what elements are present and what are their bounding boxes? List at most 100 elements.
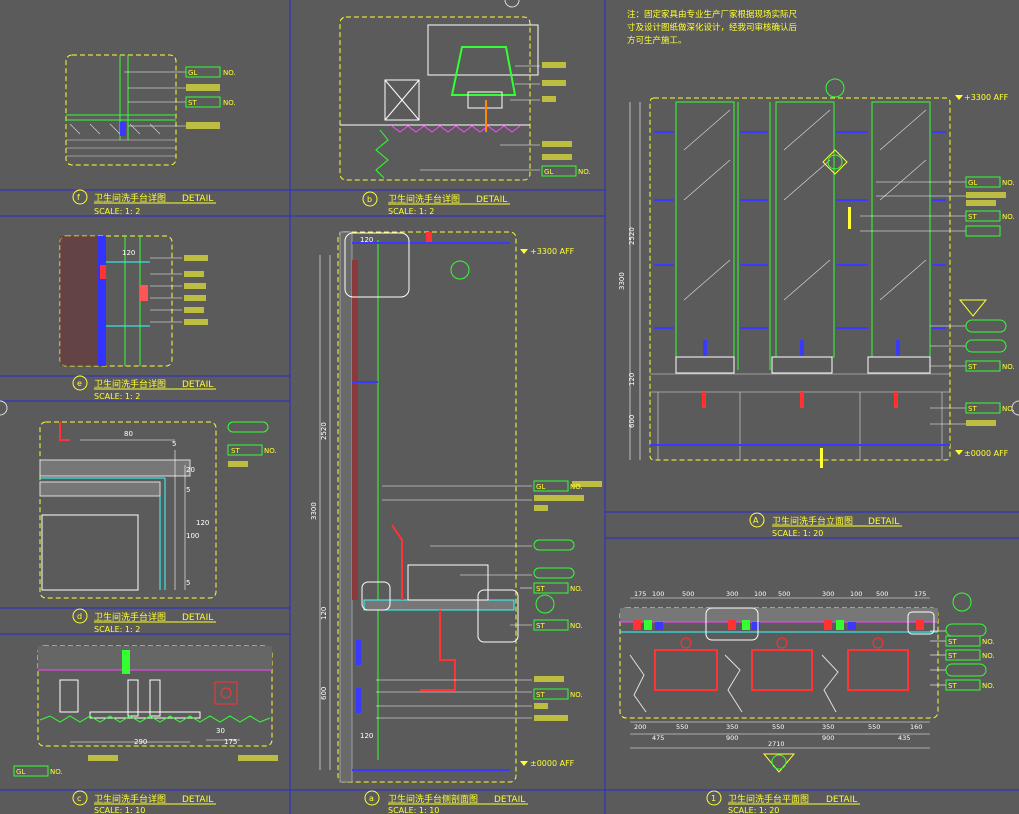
panel-title: 卫生间洗手台侧剖面图	[388, 793, 478, 805]
svg-text:500: 500	[682, 590, 694, 598]
svg-text:GL: GL	[16, 768, 25, 776]
svg-text:c: c	[77, 794, 81, 803]
detail-bubble	[364, 790, 380, 806]
svg-text:NO.: NO.	[223, 99, 236, 107]
svg-text:100: 100	[186, 532, 199, 540]
svg-text:175: 175	[914, 590, 926, 598]
svg-text:NO.: NO.	[982, 652, 995, 660]
detail-bubble	[749, 512, 765, 528]
svg-text:120: 120	[320, 607, 328, 620]
panel-title: 卫生间洗手台详图	[94, 793, 166, 805]
svg-text:ST: ST	[948, 652, 957, 660]
svg-text:ST: ST	[536, 585, 545, 593]
panel-1: 175 100 500 300 100 500 300 100 500 175 …	[619, 590, 995, 814]
svg-text:ST: ST	[948, 638, 957, 646]
svg-text:DETAIL: DETAIL	[826, 795, 857, 805]
svg-text:3300: 3300	[618, 272, 626, 290]
svg-text:1: 1	[711, 794, 716, 803]
detail-bubble	[72, 608, 88, 624]
note: 注：固定家具由专业生产厂家根据现场实际尺 寸及设计图纸做深化设计，经我司审核确认…	[627, 9, 798, 46]
svg-text:ST: ST	[968, 213, 977, 221]
panel-b: GL NO. b 卫生间洗手台详图 DETAIL SCALE: 1: 2	[339, 16, 591, 216]
svg-text:350: 350	[726, 723, 738, 731]
svg-text:600: 600	[628, 415, 636, 428]
panel-title: 卫生间洗手台平面图	[728, 793, 809, 805]
panel-f: GL NO. ST NO. f 卫生间洗手台详图 DETAIL SCALE: 1…	[65, 54, 236, 216]
svg-text:DETAIL: DETAIL	[182, 380, 213, 390]
svg-text:a: a	[369, 794, 374, 803]
svg-text:290: 290	[134, 738, 147, 746]
svg-text:DETAIL: DETAIL	[868, 517, 899, 527]
level-top: +3300 AFF	[530, 247, 575, 256]
svg-text:20: 20	[186, 466, 195, 474]
svg-text:350: 350	[822, 723, 834, 731]
svg-text:ST: ST	[948, 682, 957, 690]
svg-text:5: 5	[186, 486, 190, 494]
panel-scale: SCALE: 1: 10	[94, 806, 145, 814]
svg-text:160: 160	[910, 723, 922, 731]
svg-text:3300: 3300	[310, 502, 318, 520]
svg-text:e: e	[77, 379, 82, 388]
svg-text:NO.: NO.	[1002, 363, 1015, 371]
svg-text:NO.: NO.	[1002, 213, 1015, 221]
panel-A: 3300 2520 120 600 +3300 AFF ±0000 AFF GL…	[618, 78, 1015, 538]
svg-text:DETAIL: DETAIL	[182, 194, 213, 204]
svg-text:NO.: NO.	[578, 168, 591, 176]
svg-text:900: 900	[726, 734, 738, 742]
svg-text:ST: ST	[968, 405, 977, 413]
panel-title: 卫生间洗手台立面图	[772, 515, 853, 527]
svg-text:100: 100	[652, 590, 664, 598]
panel-title: 卫生间洗手台详图	[388, 193, 460, 205]
panel-title: 卫生间洗手台详图	[94, 378, 166, 390]
svg-text:NO.: NO.	[50, 768, 63, 776]
panel-c: 290 30 175 GL NO. c 卫生间洗手台详图 DETAIL SCAL…	[13, 645, 278, 814]
detail-bubble	[72, 375, 88, 391]
panel-scale: SCALE: 1: 2	[94, 625, 140, 634]
svg-text:100: 100	[850, 590, 862, 598]
svg-text:300: 300	[726, 590, 738, 598]
svg-text:900: 900	[822, 734, 834, 742]
svg-text:120: 120	[628, 373, 636, 386]
panel-scale: SCALE: 1: 2	[94, 207, 140, 216]
svg-text:120: 120	[122, 249, 135, 257]
svg-text:2520: 2520	[628, 227, 636, 245]
svg-text:120: 120	[360, 732, 373, 740]
level-bottom: ±0000 AFF	[530, 759, 575, 768]
svg-text:b: b	[367, 195, 372, 204]
svg-text:2710: 2710	[768, 740, 785, 748]
svg-text:GL: GL	[536, 483, 545, 491]
level-bottom: ±0000 AFF	[964, 449, 1009, 458]
svg-text:600: 600	[320, 687, 328, 700]
panel-e: 120 e 卫生间洗手台详图 DETAIL SCALE: 1: 2	[59, 235, 216, 401]
panel-scale: SCALE: 1: 2	[94, 392, 140, 401]
svg-text:175: 175	[224, 738, 237, 746]
svg-text:5: 5	[172, 440, 176, 448]
svg-text:f: f	[77, 193, 80, 202]
svg-text:ST: ST	[536, 691, 545, 699]
panel-a: 120 3300 2520 120 600 120 +3300 AFF ±000…	[310, 231, 602, 814]
svg-text:500: 500	[778, 590, 790, 598]
svg-text:30: 30	[216, 727, 225, 735]
svg-text:5: 5	[186, 579, 190, 587]
svg-text:DETAIL: DETAIL	[182, 613, 213, 623]
detail-bubble	[72, 189, 88, 205]
svg-text:ST: ST	[968, 363, 977, 371]
panel-title: 卫生间洗手台详图	[94, 611, 166, 623]
svg-text:300: 300	[822, 590, 834, 598]
svg-text:NO.: NO.	[570, 622, 583, 630]
svg-text:NO.: NO.	[570, 585, 583, 593]
panel-scale: SCALE: 1: 10	[388, 806, 439, 814]
svg-text:200: 200	[634, 723, 646, 731]
svg-text:ST: ST	[188, 99, 197, 107]
svg-text:ST: ST	[231, 447, 240, 455]
svg-text:方可生产施工。: 方可生产施工。	[627, 35, 687, 46]
detail-bubble	[362, 191, 378, 207]
detail-bubble	[72, 790, 88, 806]
panel-scale: SCALE: 1: 20	[728, 806, 779, 814]
svg-text:DETAIL: DETAIL	[476, 195, 507, 205]
svg-text:NO.: NO.	[1002, 405, 1015, 413]
panel-scale: SCALE: 1: 20	[772, 529, 823, 538]
svg-text:500: 500	[876, 590, 888, 598]
